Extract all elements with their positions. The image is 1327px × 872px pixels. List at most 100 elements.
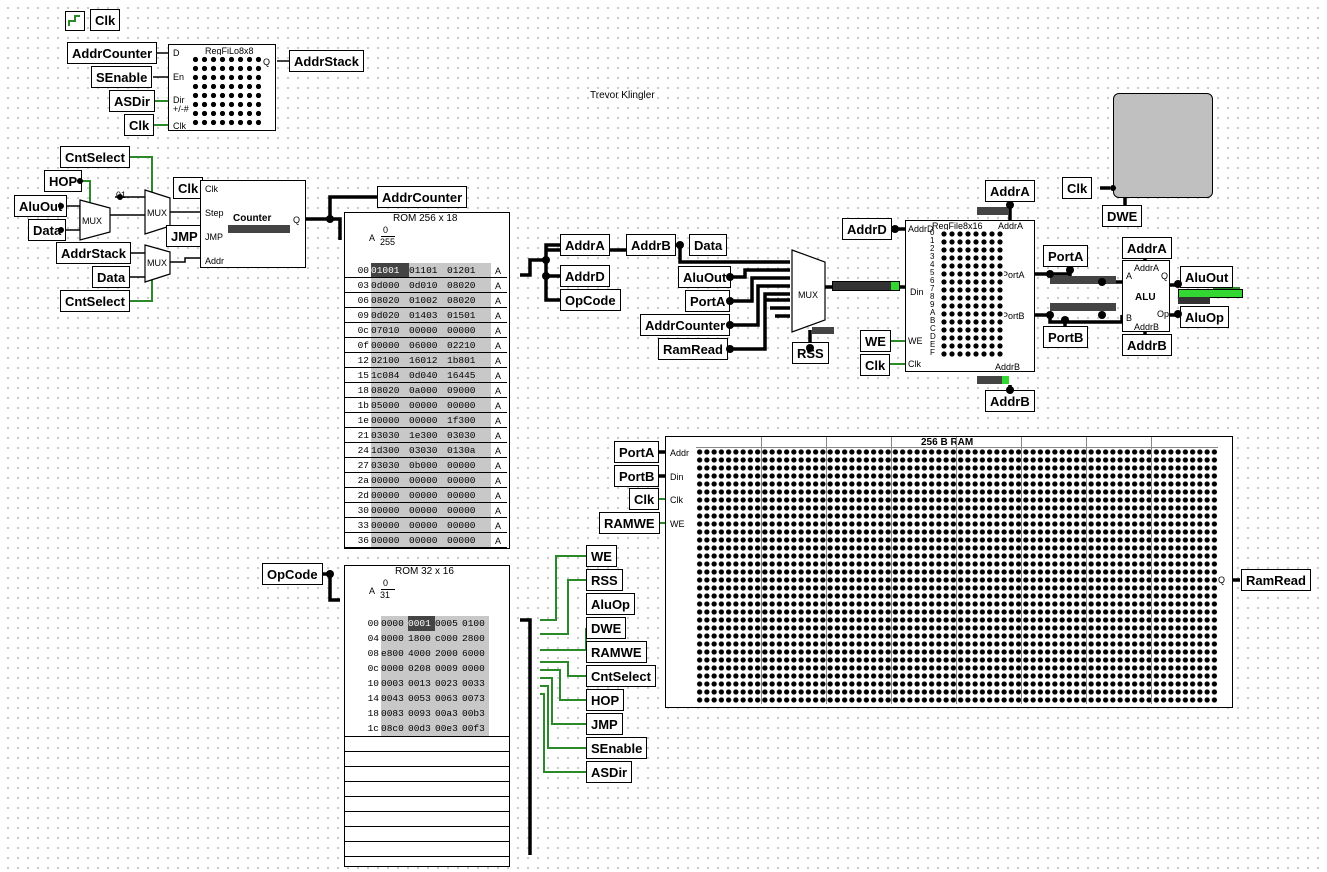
rom1-output-opcode[interactable]: OpCode	[560, 289, 621, 311]
rom2-row-divider	[345, 766, 509, 767]
counter-input-data-bottom[interactable]: Data	[92, 266, 131, 288]
alu-output-aluop[interactable]: AluOp	[1180, 306, 1229, 328]
regfile-block[interactable]: AddrD RegFile8x16 AddrA Din WE Clk PortA…	[905, 220, 1035, 372]
rom2-input-opcode[interactable]: OpCode	[262, 563, 323, 585]
counter-input-cntselect-top[interactable]: CntSelect	[60, 146, 130, 168]
ram-input-clk[interactable]: Clk	[629, 488, 660, 510]
rom1-row-divider	[345, 547, 507, 548]
counter-input-cntselect-bottom[interactable]: CntSelect	[60, 290, 130, 312]
rom2-output-hop[interactable]: HOP	[586, 689, 625, 711]
alu-block[interactable]: A AddrA B AddrB Q Op ALU	[1122, 260, 1170, 332]
rom1-output-addra[interactable]: AddrA	[560, 234, 610, 256]
rom1-row-cell: 01501	[447, 310, 476, 321]
clock-source[interactable]	[65, 11, 85, 31]
ram-output-ramread[interactable]: RamRead	[1241, 569, 1311, 591]
stack-regfile[interactable]: RegFiLo8x8 D En Dir +/-# Clk Q	[168, 44, 276, 131]
rom1-out-label: A	[495, 311, 502, 321]
rom1-row-address: 30	[347, 503, 371, 518]
rom1-row-divider	[345, 292, 507, 293]
regfile-input-clk[interactable]: Clk	[860, 354, 891, 376]
stack-input-senable[interactable]: SEnable	[91, 66, 153, 88]
stack-output-addrstack[interactable]: AddrStack	[289, 50, 365, 72]
rom1-row-address: 03	[347, 278, 371, 293]
rom1-output-data[interactable]: Data	[689, 234, 728, 256]
rom2-row-cell: 00e3	[435, 723, 458, 734]
aluout-value-bar	[1178, 289, 1243, 298]
ram-input-porta[interactable]: PortA	[614, 441, 660, 463]
rom2-output-rss[interactable]: RSS	[586, 569, 623, 591]
counter-port-clk: Clk	[205, 184, 218, 194]
regfile-input-addrd[interactable]: AddrD	[842, 218, 892, 240]
regfile-output-porta[interactable]: PortA	[1043, 245, 1089, 267]
alu-input-addra[interactable]: AddrA	[1122, 237, 1172, 259]
rom2-output-jmp[interactable]: JMP	[586, 713, 623, 735]
counter-input-addrstack[interactable]: AddrStack	[56, 242, 132, 264]
clock-pin[interactable]: Clk	[90, 9, 121, 31]
counter-output-addrcounter[interactable]: AddrCounter	[377, 186, 468, 208]
rom2-output-cntselect[interactable]: CntSelect	[586, 665, 656, 687]
rom1-row-cell: 01002	[409, 295, 438, 306]
counter-input-aluout[interactable]: AluOut	[14, 195, 68, 217]
display-input-clk[interactable]: Clk	[1062, 177, 1093, 199]
datamux-input-ramread[interactable]: RamRead	[658, 338, 728, 360]
datamux-input-aluout[interactable]: AluOut	[678, 266, 732, 288]
rom2-output-asdir[interactable]: ASDir	[586, 761, 633, 783]
counter-input-hop[interactable]: HOP	[44, 170, 83, 192]
rom1-row-divider	[345, 457, 507, 458]
rom1-out-label: A	[495, 521, 502, 531]
ram-block[interactable]: 256 B RAM Addr Din Clk WE Q	[665, 436, 1233, 708]
stack-input-clk[interactable]: Clk	[124, 114, 155, 136]
rom1-row-address: 33	[347, 518, 371, 533]
ram-column-dividers	[696, 437, 1218, 704]
datamux-input-addrcounter[interactable]: AddrCounter	[640, 314, 731, 336]
datamux-select-rss[interactable]: RSS	[792, 342, 829, 364]
rom1-sel: A	[369, 233, 376, 243]
alu-input-addrb[interactable]: AddrB	[1122, 334, 1172, 356]
stack-port-clk: Clk	[173, 121, 186, 131]
rom2-output-we[interactable]: WE	[586, 545, 617, 567]
rom2-output-senable[interactable]: SEnable	[586, 737, 648, 759]
rom1-output-addrb[interactable]: AddrB	[626, 234, 676, 256]
datamux-input-porta[interactable]: PortA	[685, 290, 731, 312]
counter-clk-pin[interactable]: Clk	[173, 177, 204, 199]
rom1-row-address: 36	[347, 533, 371, 548]
regfile-index: C	[930, 324, 936, 333]
stack-input-addrcounter[interactable]: AddrCounter	[67, 42, 158, 64]
ram-input-portb[interactable]: PortB	[614, 465, 660, 487]
rom1-row-cell: 00000	[409, 325, 438, 336]
rom1-row-cell: 03030	[371, 430, 400, 441]
rom2-row-cell: 0005	[435, 618, 458, 629]
counter-jmp-pin[interactable]: JMP	[166, 225, 203, 247]
regfile-port-we: WE	[908, 336, 923, 346]
rom1-row-cell: 00000	[371, 490, 400, 501]
rom2-row-cell: 0003	[381, 678, 404, 689]
alu-output-aluout[interactable]: AluOut	[1180, 266, 1234, 288]
rom2-output-ramwe[interactable]: RAMWE	[586, 641, 647, 663]
stack-input-asdir[interactable]: ASDir	[109, 90, 156, 112]
rom2-line-column	[345, 736, 509, 866]
rom1-row-cell: 1d300	[371, 445, 400, 456]
counter-block[interactable]: Clk Step JMP Addr Q Counter	[200, 180, 306, 268]
regfile-output-portb[interactable]: PortB	[1043, 326, 1089, 348]
rom1-row-address: 27	[347, 458, 371, 473]
alu-title: ALU	[1135, 292, 1156, 303]
counter-input-data-top[interactable]: Data	[28, 219, 67, 241]
rom2-output-dwe[interactable]: DWE	[586, 617, 627, 639]
rom1-row-cell: 00000	[447, 520, 476, 531]
rom2-row-divider	[345, 811, 509, 812]
regfile-input-addrb[interactable]: AddrB	[985, 390, 1035, 412]
ram-input-ramwe[interactable]: RAMWE	[599, 512, 660, 534]
rom1-output-addrd[interactable]: AddrD	[560, 265, 610, 287]
regfile-input-we[interactable]: WE	[860, 330, 891, 352]
rom2-output-aluop[interactable]: AluOp	[586, 593, 635, 615]
regfile-input-addra[interactable]: AddrA	[985, 180, 1035, 202]
display-input-dwe[interactable]: DWE	[1102, 205, 1143, 227]
rom2-row-cell: 0000	[462, 663, 485, 674]
